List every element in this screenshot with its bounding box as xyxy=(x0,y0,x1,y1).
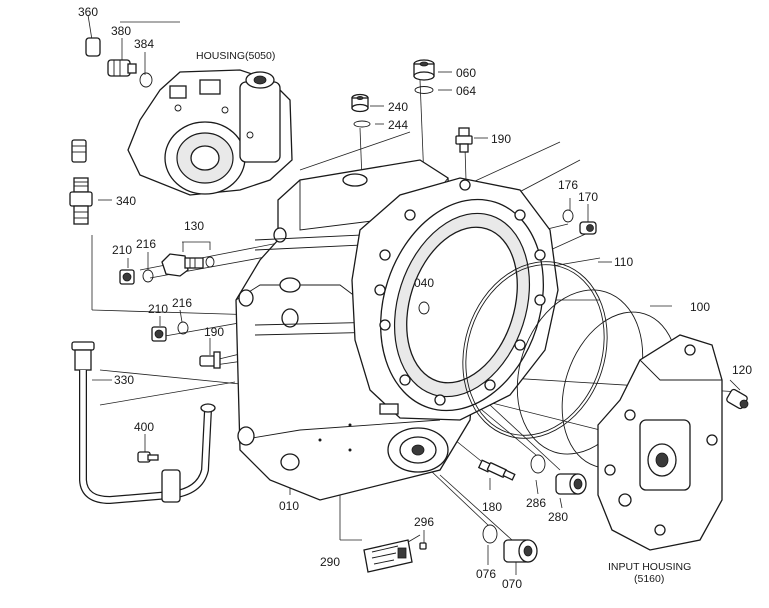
nameplate-290 xyxy=(363,539,413,573)
callout-216-b: 216 xyxy=(172,296,192,310)
callout-120: 120 xyxy=(732,363,752,377)
oring-286 xyxy=(530,454,546,474)
callout-330: 330 xyxy=(114,373,134,387)
callout-210-b: 210 xyxy=(148,302,168,316)
seal-ring-110-inner xyxy=(465,264,605,436)
callout-170: 170 xyxy=(578,190,598,204)
plug-060 xyxy=(413,59,435,81)
callout-210-a: 210 xyxy=(112,243,132,257)
pipe-360 xyxy=(7,37,101,163)
callout-labels: 360 380 384 340 130 210 216 210 216 190 … xyxy=(78,5,752,591)
plug-280 xyxy=(555,473,587,495)
callout-340: 340 xyxy=(116,194,136,208)
breather-190-b xyxy=(455,127,473,153)
plug-210-b xyxy=(151,326,167,342)
callout-100: 100 xyxy=(690,300,710,314)
screw-400 xyxy=(137,451,159,463)
seal-ring-110 xyxy=(462,261,608,439)
adapter-340 xyxy=(69,177,93,225)
callout-384: 384 xyxy=(134,37,154,51)
callout-216-a: 216 xyxy=(136,237,156,251)
callout-190-b: 190 xyxy=(491,132,511,146)
sensor-180 xyxy=(477,459,516,481)
callout-360: 360 xyxy=(78,5,98,19)
callout-176: 176 xyxy=(558,178,578,192)
callout-280: 280 xyxy=(548,510,568,524)
callout-400: 400 xyxy=(134,420,154,434)
oring-384 xyxy=(139,72,153,88)
callout-076: 076 xyxy=(476,567,496,581)
callout-290: 290 xyxy=(320,555,340,569)
callout-040: 040 xyxy=(414,276,434,290)
fitting-380 xyxy=(107,59,137,77)
fitting-190-a xyxy=(199,351,221,369)
pipe-330 xyxy=(71,341,216,505)
ring-gear-carrier-040 xyxy=(351,177,559,421)
oring-244 xyxy=(353,120,371,128)
callout-070: 070 xyxy=(502,577,522,591)
callout-244: 244 xyxy=(388,118,408,132)
oring-040 xyxy=(418,301,430,315)
callout-130: 130 xyxy=(184,219,204,233)
oring-064 xyxy=(414,86,434,94)
callout-060: 060 xyxy=(456,66,476,80)
input-housing-5160 xyxy=(597,334,723,551)
callout-110: 110 xyxy=(614,255,633,269)
callout-180: 180 xyxy=(482,500,502,514)
housing-5050 xyxy=(127,69,293,196)
callout-380: 380 xyxy=(111,24,131,38)
caption-housing-5050: HOUSING(5050) xyxy=(196,50,275,62)
callout-286: 286 xyxy=(526,496,546,510)
callout-064: 064 xyxy=(456,84,476,98)
bolt-120 xyxy=(726,388,749,410)
bolt-130 xyxy=(161,253,215,277)
plug-240 xyxy=(351,93,369,113)
plug-210-a xyxy=(119,269,135,285)
caption-input-housing: INPUT HOUSING xyxy=(608,561,691,573)
oring-216-a xyxy=(142,269,154,283)
callout-190-a: 190 xyxy=(204,325,224,339)
rivet-296 xyxy=(419,542,427,550)
callout-296: 296 xyxy=(414,515,434,529)
plug-170 xyxy=(579,221,597,235)
callout-240: 240 xyxy=(388,100,408,114)
oring-076 xyxy=(482,524,498,544)
oring-216-b xyxy=(177,321,189,335)
caption-input-housing-number: (5160) xyxy=(634,573,664,585)
callout-010: 010 xyxy=(279,499,299,513)
oring-176 xyxy=(562,209,574,223)
plug-070 xyxy=(503,539,538,563)
